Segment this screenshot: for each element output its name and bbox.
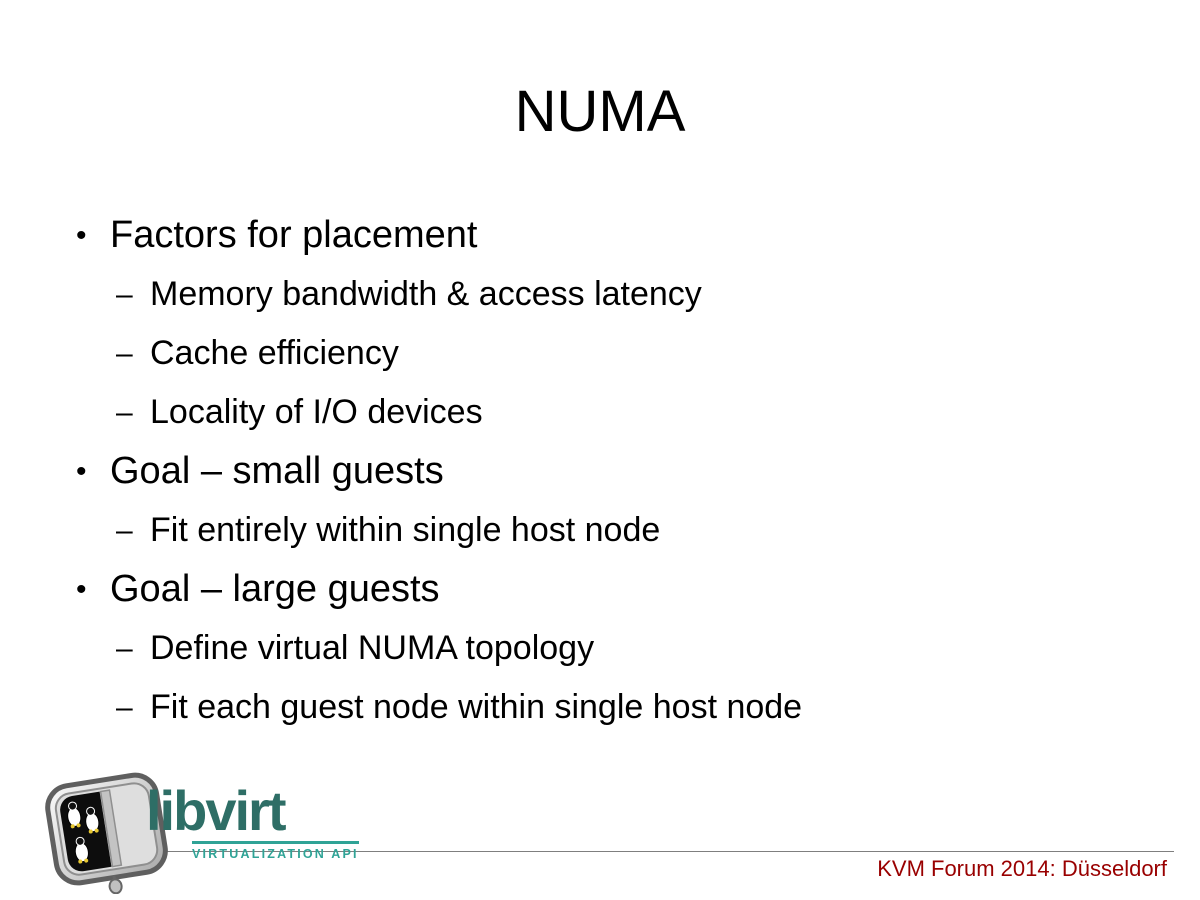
dash-marker: – <box>116 690 133 724</box>
footer-event-label: KVM Forum 2014: Düsseldorf <box>877 856 1167 881</box>
zipper-pull <box>108 878 123 894</box>
libvirt-subtitle: VIRTUALIZATION API <box>192 841 359 861</box>
penguin-icon <box>67 801 82 829</box>
case-spine <box>99 789 123 868</box>
bullet-marker: • <box>76 218 87 252</box>
libvirt-logo-text: libvirt VIRTUALIZATION API <box>146 779 359 861</box>
bullet-item: • Factors for placement <box>70 206 1170 265</box>
dash-marker: – <box>116 336 133 370</box>
libvirt-logo-icon <box>45 772 168 894</box>
sub-bullet-item: – Define virtual NUMA topology <box>70 619 1170 678</box>
dash-marker: – <box>116 513 133 547</box>
footer-divider <box>60 851 1174 852</box>
libvirt-logo: libvirt VIRTUALIZATION API <box>38 770 359 894</box>
sub-bullet-item: – Cache efficiency <box>70 324 1170 383</box>
sub-bullet-item: – Locality of I/O devices <box>70 383 1170 442</box>
sub-bullet-item: – Fit each guest node within single host… <box>70 678 1170 737</box>
bullet-item: • Goal – large guests <box>70 560 1170 619</box>
bullet-text: Factors for placement <box>110 214 478 256</box>
dash-marker: – <box>116 277 133 311</box>
sub-bullet-text: Locality of I/O devices <box>150 393 483 431</box>
bullet-item: • Goal – small guests <box>70 442 1170 501</box>
sub-bullet-text: Memory bandwidth & access latency <box>150 275 702 313</box>
slide-title: NUMA <box>514 79 686 144</box>
dash-marker: – <box>116 395 133 429</box>
sub-bullet-item: – Memory bandwidth & access latency <box>70 265 1170 324</box>
dash-marker: – <box>116 631 133 665</box>
bullet-list: • Factors for placement – Memory bandwid… <box>70 206 1170 737</box>
bullet-marker: • <box>76 572 87 606</box>
bullet-marker: • <box>76 454 87 488</box>
sub-bullet-text: Define virtual NUMA topology <box>150 629 595 667</box>
sub-bullet-text: Fit each guest node within single host n… <box>150 688 803 726</box>
penguin-icon <box>74 836 89 864</box>
penguin-icon <box>85 806 100 834</box>
bullet-text: Goal – large guests <box>110 568 440 610</box>
sub-bullet-text: Cache efficiency <box>150 334 399 372</box>
bullet-text: Goal – small guests <box>110 450 444 492</box>
libvirt-wordmark: libvirt <box>146 779 286 842</box>
sub-bullet-text: Fit entirely within single host node <box>150 511 661 549</box>
sub-bullet-item: – Fit entirely within single host node <box>70 501 1170 560</box>
